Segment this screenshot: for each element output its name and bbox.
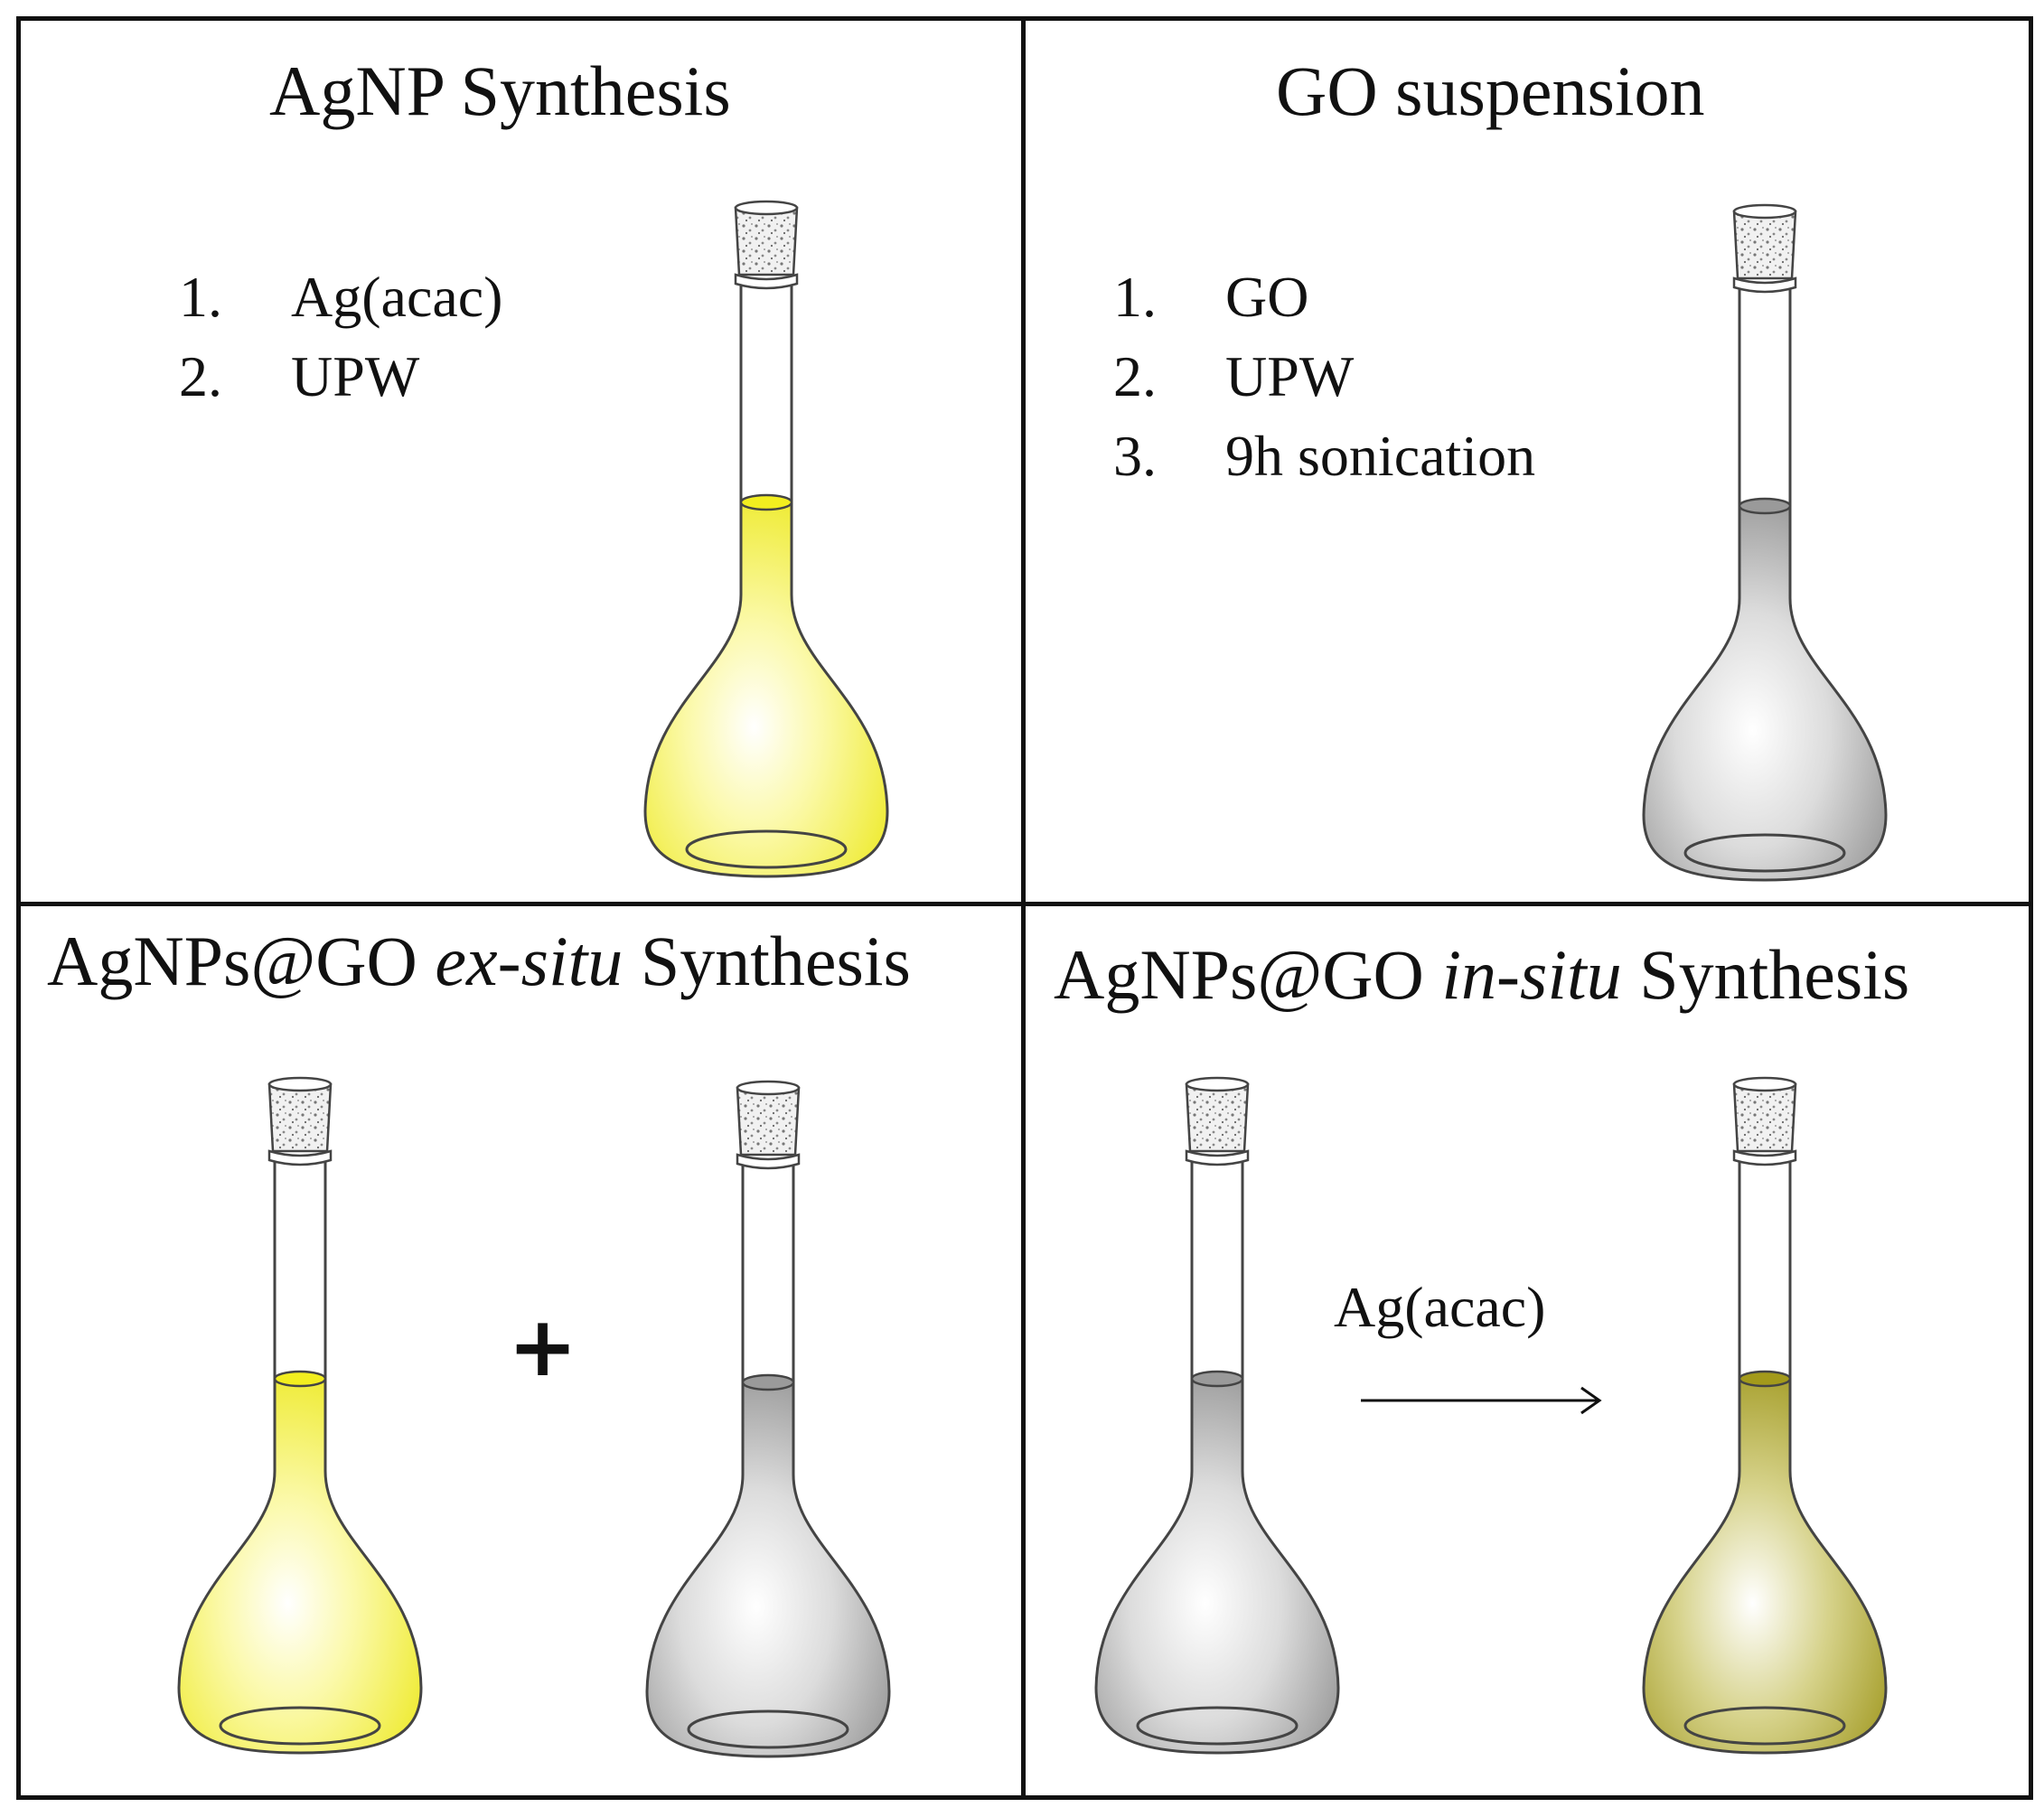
flask-stopper-top <box>734 200 799 216</box>
flask-neck <box>273 1157 327 1379</box>
go-step: 2. UPW <box>1113 337 1535 417</box>
step-text: GO <box>1225 265 1309 329</box>
title-part: AgNPs@GO <box>1054 935 1442 1014</box>
step-number: 1. <box>1113 265 1157 329</box>
flask-base-ring <box>1683 833 1846 873</box>
flask-meniscus <box>741 1373 795 1391</box>
title-part: Synthesis <box>623 922 911 1000</box>
step-number: 1. <box>179 265 222 329</box>
insitu-synthesis-title: AgNPs@GO in-situ Synthesis <box>1054 940 1909 1010</box>
step-text: Ag(acac) <box>291 265 503 329</box>
panel-divider-horizontal <box>16 902 2033 906</box>
step-number: 2. <box>179 344 222 408</box>
flask-base-ring <box>685 829 848 869</box>
agnp-steps-list: 1. Ag(acac) 2. UPW <box>179 258 502 417</box>
exsitu-synthesis-title: AgNPs@GO ex-situ Synthesis <box>47 926 911 997</box>
step-text: UPW <box>1225 344 1355 408</box>
title-part: Synthesis <box>1621 935 1910 1014</box>
flask-meniscus <box>1738 497 1792 515</box>
flask-base-ring <box>1683 1706 1846 1746</box>
step-text: UPW <box>291 344 420 408</box>
reagent-label: Ag(acac) <box>1334 1275 1546 1339</box>
flask-stopper-top <box>1185 1076 1250 1092</box>
go-steps-list: 1. GO 2. UPW 3. 9h sonication <box>1113 258 1535 496</box>
flask-gray-go <box>1642 203 1888 882</box>
flask-meniscus <box>273 1370 327 1388</box>
step-text: 9h sonication <box>1225 424 1536 488</box>
flask-stopper <box>1732 1082 1797 1153</box>
flask-stopper <box>267 1082 333 1153</box>
flask-stopper-top <box>1732 1076 1797 1092</box>
flask-liquid <box>1094 1377 1340 1755</box>
flask-neck <box>1738 1157 1792 1379</box>
panel-divider-vertical <box>1021 16 1026 1800</box>
go-step: 3. 9h sonication <box>1113 417 1535 496</box>
flask-liquid <box>1642 504 1888 882</box>
title-italic-part: ex-situ <box>435 922 624 1000</box>
flask-gray-exsitu <box>645 1080 891 1758</box>
flask-neck <box>1190 1157 1244 1379</box>
flask-stopper-top <box>736 1080 801 1096</box>
flask-yellow-agnp <box>643 200 889 878</box>
flask-collar <box>1185 1149 1250 1166</box>
flask-meniscus <box>1190 1370 1244 1388</box>
agnp-step: 1. Ag(acac) <box>179 258 502 337</box>
flask-meniscus <box>739 493 793 511</box>
flask-stopper-top <box>1732 203 1797 220</box>
agnp-step: 2. UPW <box>179 337 502 417</box>
flask-neck <box>739 280 793 502</box>
flask-meniscus <box>1738 1370 1792 1388</box>
agnp-synthesis-title: AgNP Synthesis <box>269 52 731 130</box>
title-italic-part: in-situ <box>1441 935 1622 1014</box>
flask-collar <box>734 273 799 290</box>
flask-base-ring <box>1136 1706 1299 1746</box>
flask-base-ring <box>687 1709 849 1749</box>
flask-liquid <box>177 1377 423 1755</box>
flask-stopper <box>734 206 799 276</box>
flask-stopper <box>1732 210 1797 280</box>
flask-collar <box>736 1153 801 1170</box>
flask-yellow-exsitu <box>177 1076 423 1755</box>
flask-liquid <box>1642 1377 1888 1755</box>
flask-neck <box>1738 284 1792 506</box>
flask-collar <box>1732 276 1797 294</box>
flask-liquid <box>645 1381 891 1758</box>
step-number: 3. <box>1113 424 1157 488</box>
plus-sign: + <box>508 1298 578 1395</box>
flask-liquid <box>643 501 889 878</box>
flask-stopper-top <box>267 1076 333 1092</box>
flask-collar <box>1732 1149 1797 1166</box>
title-part: AgNPs@GO <box>47 922 436 1000</box>
reaction-arrow <box>1361 1386 1602 1415</box>
flask-olive-insitu <box>1642 1076 1888 1755</box>
flask-collar <box>267 1149 333 1166</box>
flask-base-ring <box>219 1706 381 1746</box>
flask-stopper <box>736 1086 801 1157</box>
go-step: 1. GO <box>1113 258 1535 337</box>
flask-gray-insitu <box>1094 1076 1340 1755</box>
go-suspension-title: GO suspension <box>1276 52 1705 130</box>
step-number: 2. <box>1113 344 1157 408</box>
flask-neck <box>741 1160 795 1382</box>
flask-stopper <box>1185 1082 1250 1153</box>
